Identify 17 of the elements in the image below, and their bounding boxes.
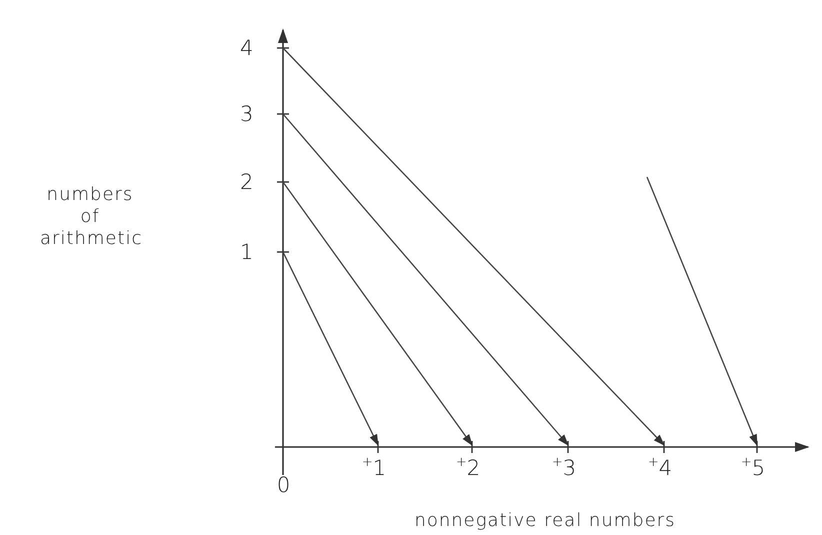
origin-label: 0 [276,474,292,496]
arrow [282,48,665,446]
tick-label: $^{+}$5 [740,456,766,479]
arrow [282,252,379,446]
tick-label: $^{+}$2 [456,456,480,479]
tick-label: $^{+}$4 [648,456,672,479]
tick-label: 4 [240,38,254,58]
arrow [646,176,758,446]
tick-label: 3 [240,104,254,124]
tick-label: 2 [240,172,254,192]
tick-label: 1 [240,242,254,262]
tick-label: $^{+}$1 [362,456,386,479]
axis-title: nonnegative real numbers [413,510,677,532]
tick-label: $^{+}$3 [552,456,576,479]
arrow [282,114,569,446]
axis-title: numbers of arithmetic [40,184,140,250]
arrow [282,182,473,446]
